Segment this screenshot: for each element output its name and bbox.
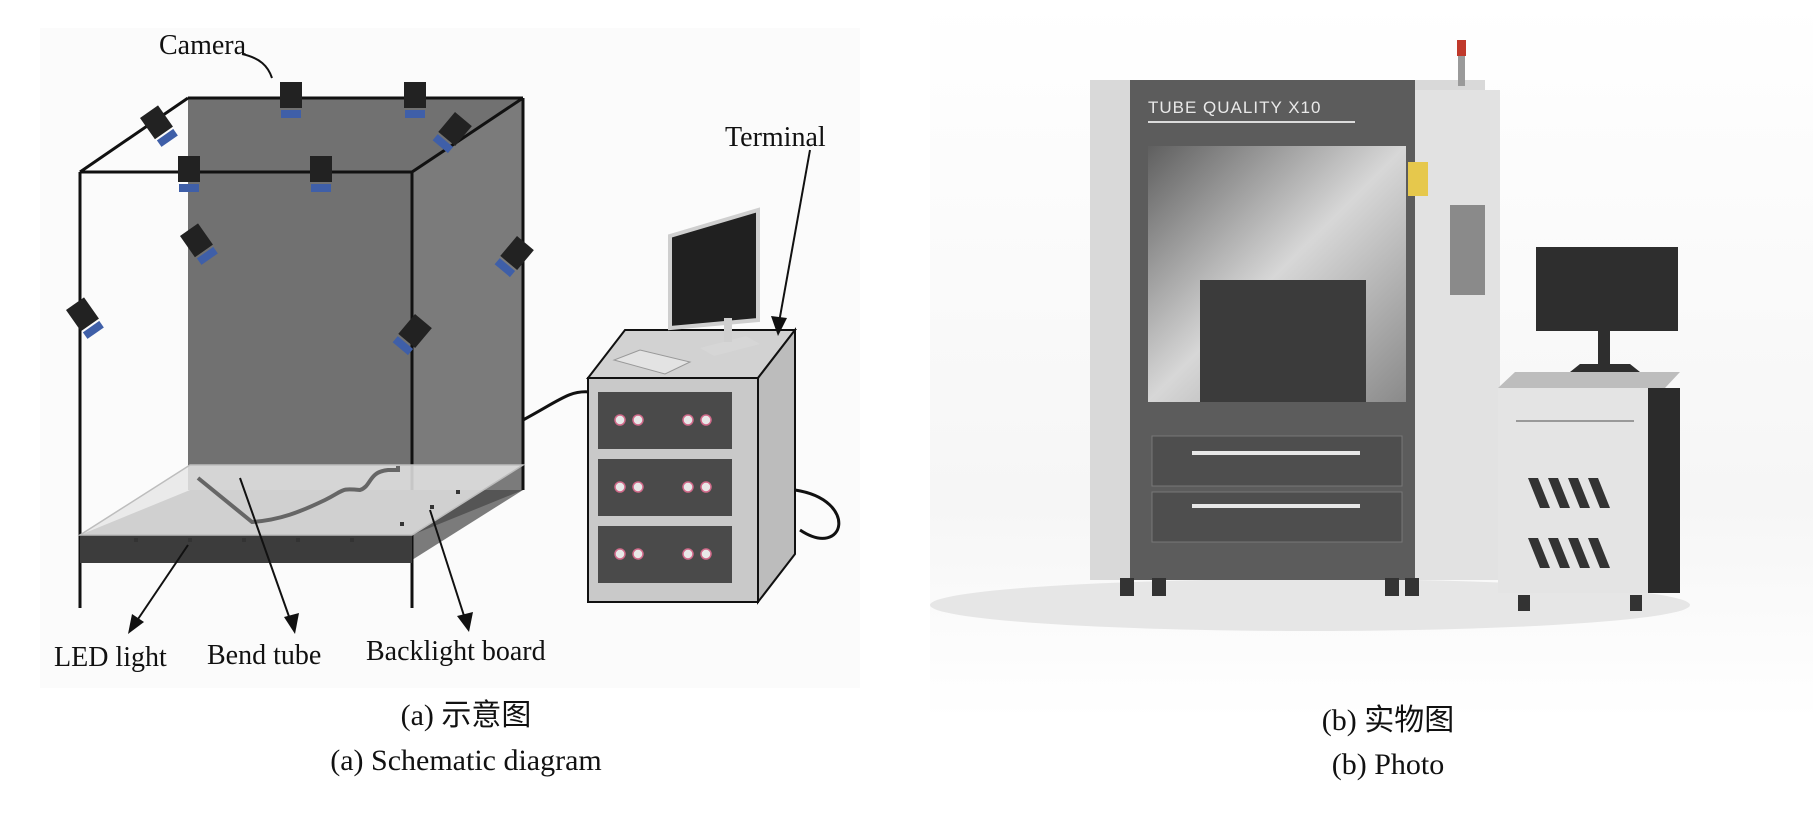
photo-panel: TUBE QUALITY X10 (b) 实物图 (b) Photo [930, 0, 1813, 821]
annotation-arrowheads [128, 316, 787, 634]
schematic-panel: Camera Terminal LED light Bend tube Back… [54, 30, 841, 777]
inspection-machine [1090, 40, 1500, 580]
machine-photo [930, 0, 1813, 720]
machine-feet [1120, 578, 1419, 596]
label-bend-tube: Bend tube [207, 640, 322, 671]
keyboard [612, 349, 692, 375]
annotation-lines [133, 53, 811, 626]
caption-b-en: (b) Photo [1331, 748, 1445, 781]
side-board [412, 98, 523, 560]
bend-tube [196, 466, 400, 525]
caption-a-en: (a) Schematic diagram [330, 744, 602, 777]
product-name: TUBE QUALITY X10 [1148, 98, 1322, 117]
monitor [668, 207, 760, 356]
terminal-cabinet [585, 327, 798, 605]
caption-b-cn: (b) 实物图 [1321, 704, 1455, 737]
cable-top [522, 390, 591, 422]
label-led-light: LED light [54, 642, 167, 673]
schematic-diagram [66, 53, 841, 634]
camera-group [66, 82, 534, 356]
caption-a-cn: (a) 示意图 [400, 699, 532, 732]
cable-bottom [794, 488, 841, 540]
label-terminal: Terminal [725, 122, 826, 153]
led-lights [134, 490, 460, 542]
label-backlight-board: Backlight board [366, 636, 546, 667]
label-camera: Camera [159, 30, 247, 61]
backlight-board [77, 464, 526, 536]
base-front [80, 535, 412, 563]
terminal-cart [1498, 247, 1680, 611]
